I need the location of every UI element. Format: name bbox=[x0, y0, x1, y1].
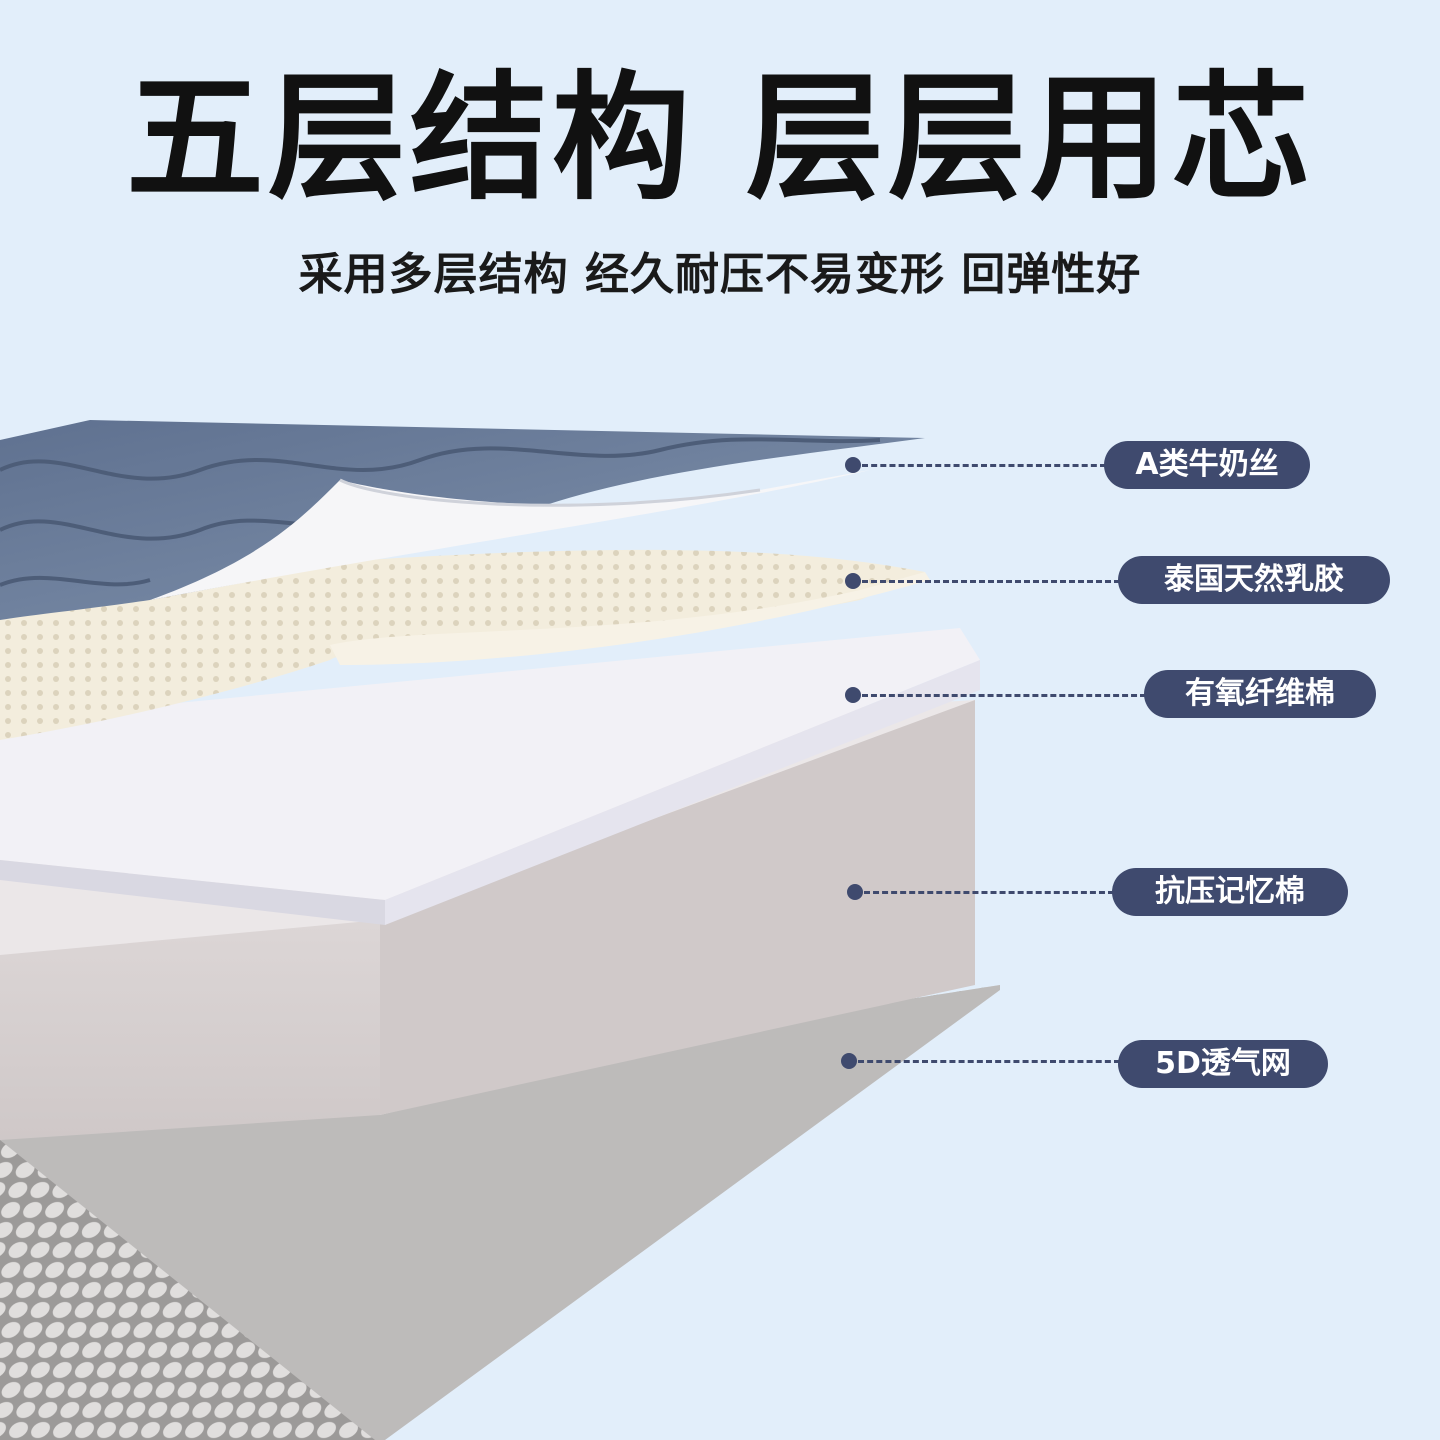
subheadline: 采用多层结构 经久耐压不易变形 回弹性好 bbox=[298, 249, 1142, 300]
callout-line bbox=[862, 464, 1106, 467]
layer-label: 有氧纤维棉 bbox=[1144, 670, 1376, 718]
callout-dot bbox=[845, 573, 861, 589]
callout-line bbox=[862, 694, 1146, 697]
callout-dot bbox=[845, 687, 861, 703]
callout-dot bbox=[847, 884, 863, 900]
fiber-cotton-layer bbox=[0, 628, 980, 925]
callout-dot bbox=[841, 1053, 857, 1069]
callout-line bbox=[858, 1060, 1120, 1063]
callout-dot bbox=[845, 457, 861, 473]
layer-label: 泰国天然乳胶 bbox=[1118, 556, 1390, 604]
headline: 五层结构 层层用芯 bbox=[125, 58, 1315, 219]
layer-label: A类牛奶丝 bbox=[1104, 441, 1310, 489]
latex-layer bbox=[0, 549, 930, 740]
callout-line bbox=[862, 580, 1120, 583]
layer-label: 抗压记忆棉 bbox=[1112, 868, 1348, 916]
layer-label: 5D透气网 bbox=[1118, 1040, 1328, 1088]
mesh-layer bbox=[0, 985, 1000, 1440]
milk-silk-layer bbox=[0, 420, 925, 620]
callout-line bbox=[864, 891, 1114, 894]
